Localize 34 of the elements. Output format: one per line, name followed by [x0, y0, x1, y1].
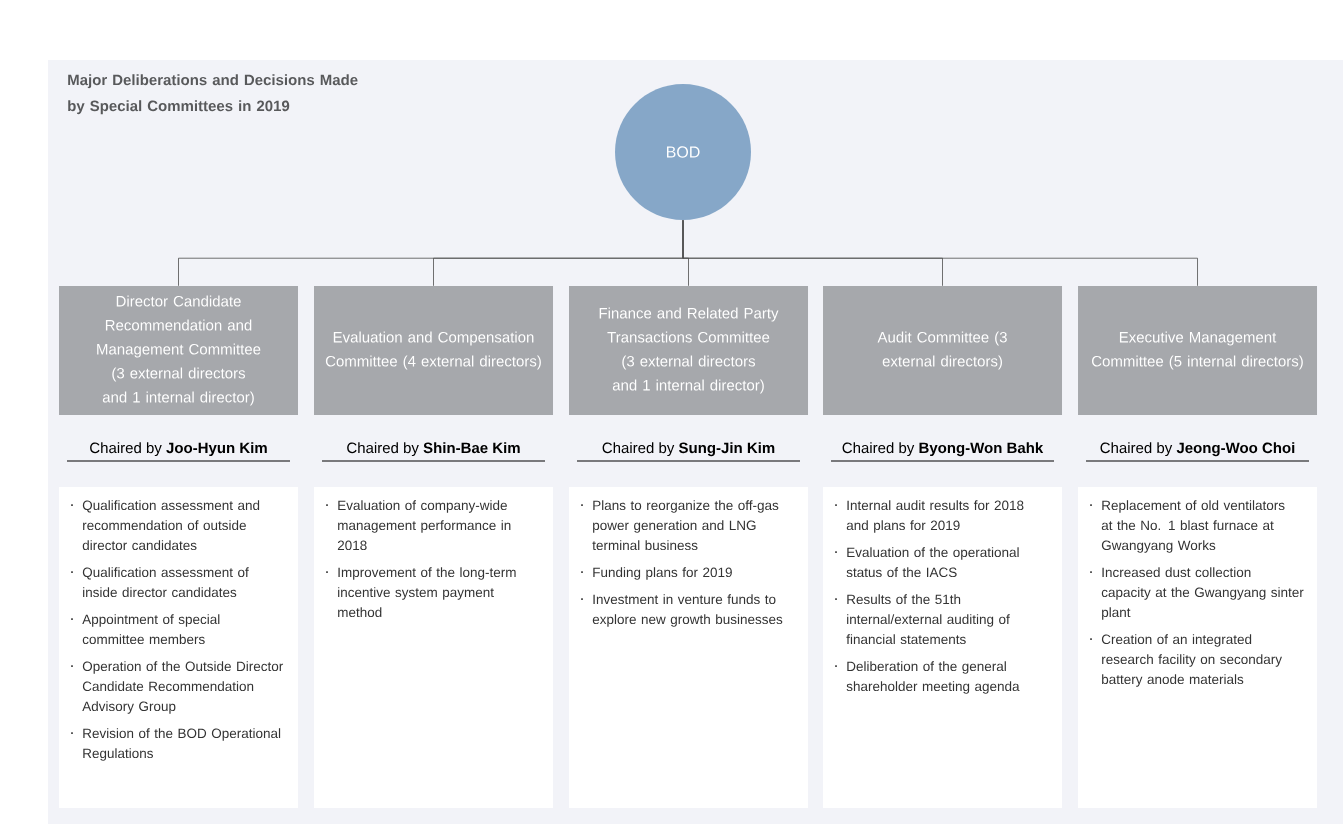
- content-card: [569, 487, 808, 808]
- committee-box: Audit Committee (3 external directors): [823, 286, 1062, 415]
- list-item: Evaluation of company-wide management performance in 2018: [326, 500, 511, 551]
- content-card: [823, 487, 1062, 808]
- list-item: Internal audit results for 2018 and plans for 2019: [835, 500, 1024, 533]
- chair-caption: Chaired by Joo-Hyun Kim: [66, 442, 291, 462]
- list-item: Qualification assessment and recommendation of outside director candidates: [71, 500, 260, 551]
- list-item: Improvement of the long-term incentive system payment method: [326, 567, 516, 618]
- committee-box: Evaluation and Compensation Committee (4 external directors): [314, 286, 553, 415]
- list-item: Deliberation of the general shareholder meeting agenda: [835, 661, 1020, 694]
- list-item: Investment in venture funds to explore new growth businesses: [581, 594, 783, 627]
- chair-caption: Chaired by Sung-Jin Kim: [576, 442, 801, 462]
- content-card: [1078, 487, 1317, 808]
- list-item: Funding plans for 2019: [581, 567, 732, 580]
- content-card: [59, 487, 298, 808]
- list-item: Replacement of old ventilators at the No. 1 blast furnace at Gwangyang Works: [1090, 500, 1285, 553]
- list-item: Qualification assessment of inside director candidates: [71, 567, 249, 598]
- content-card: [314, 487, 553, 808]
- chair-caption: Chaired by Byong-Won Bahk: [830, 442, 1055, 462]
- committee-box: Finance and Related Party Transactions Committee (3 external directors and 1 internal director): [569, 286, 808, 415]
- list-item: Appointment of special committee members: [71, 614, 220, 645]
- title: Major Deliberations and Decisions Made by Special Committees in 2019: [68, 74, 358, 115]
- list-item: Results of the 51th internal/external auditing of financial statements: [835, 594, 1010, 645]
- list-item: Evaluation of the operational status of the IACS: [835, 547, 1019, 578]
- committee-box: Executive Management Committee (5 internal directors): [1078, 286, 1317, 415]
- list-item: Creation of an integrated research facility on secondary battery anode materials: [1090, 634, 1282, 687]
- list-item: Revision of the BOD Operational Regulations: [71, 728, 281, 761]
- list-item: Operation of the Outside Director Candidate Recommendation Advisory Group: [71, 661, 284, 714]
- chair-caption: Chaired by Shin-Bae Kim: [321, 442, 546, 462]
- list-item: Increased dust collection capacity at the Gwangyang sinter plant: [1090, 567, 1304, 620]
- connector-line: [682, 219, 1198, 287]
- chair-caption: Chaired by Jeong-Woo Choi: [1085, 442, 1310, 462]
- committee-box: Director Candidate Recommendation and Management Committee (3 external directors and 1 internal director): [59, 286, 298, 415]
- list-item: Plans to reorganize the off-gas power generation and LNG terminal business: [581, 500, 779, 551]
